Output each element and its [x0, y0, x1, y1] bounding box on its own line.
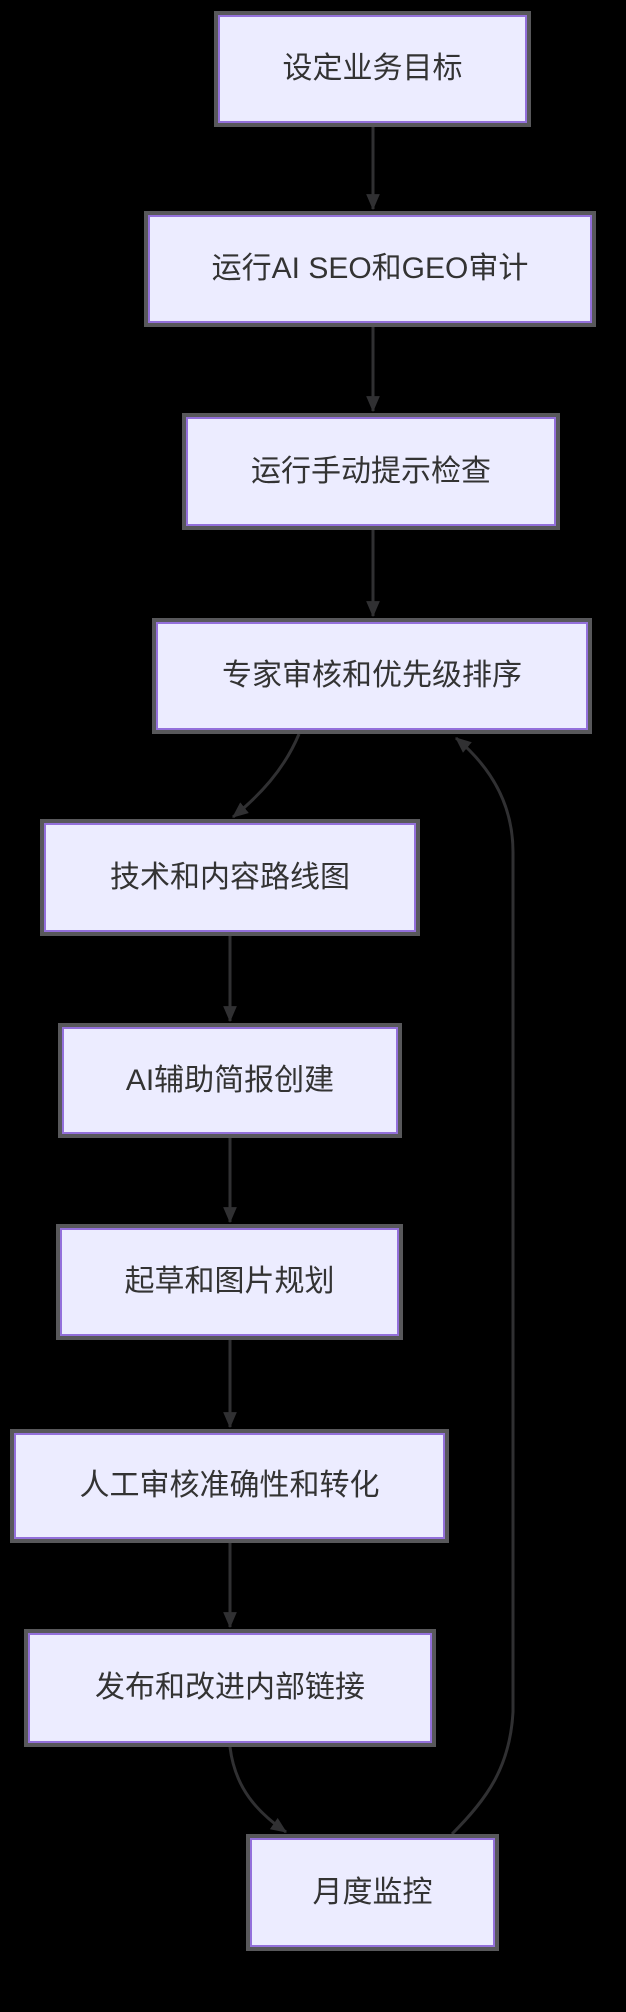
node-drafting-image-planning: 起草和图片规划 [60, 1228, 399, 1336]
node-monthly-monitoring: 月度监控 [250, 1838, 495, 1947]
node-set-business-goals: 设定业务目标 [218, 15, 527, 123]
node-label: 运行手动提示检查 [251, 454, 491, 488]
node-ai-assisted-brief-creation: AI辅助简报创建 [62, 1027, 398, 1134]
node-publish-improve-internal-links: 发布和改进内部链接 [28, 1633, 432, 1743]
edge-d-e [232, 733, 301, 819]
node-label: 人工审核准确性和转化 [79, 1469, 380, 1502]
edge-j-d-feedback [450, 736, 515, 1836]
node-label: 设定业务目标 [282, 52, 463, 85]
node-label: 起草和图片规划 [124, 1265, 335, 1298]
node-tech-content-roadmap: 技术和内容路线图 [44, 823, 416, 932]
node-label: 技术和内容路线图 [110, 860, 350, 894]
node-expert-review-prioritization: 专家审核和优先级排序 [156, 622, 588, 730]
node-label: 月度监控 [312, 1875, 433, 1909]
edge-i-j [228, 1746, 287, 1834]
node-human-review-accuracy-conversion: 人工审核准确性和转化 [14, 1433, 445, 1539]
node-label: 专家审核和优先级排序 [222, 659, 522, 692]
node-ai-seo-geo-audit: 运行AI SEO和GEO审计 [148, 215, 592, 323]
node-label: 运行AI SEO和GEO审计 [211, 252, 529, 285]
node-label: 发布和改进内部链接 [95, 1671, 365, 1704]
node-manual-prompt-check: 运行手动提示检查 [186, 417, 556, 526]
node-label: AI辅助简报创建 [125, 1063, 335, 1097]
